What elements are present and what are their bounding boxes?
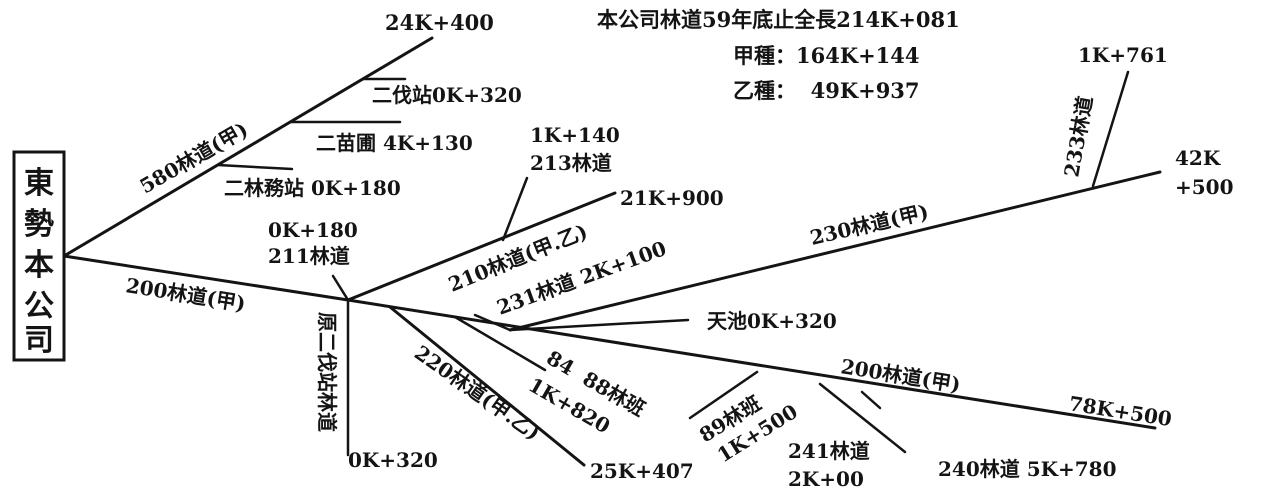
road-210	[346, 191, 617, 302]
road-220	[388, 305, 586, 467]
road-tianchi	[508, 318, 690, 332]
headquarters-char-3: 本	[24, 248, 54, 283]
road-230	[508, 170, 1162, 332]
road-200-east	[346, 298, 1157, 430]
label-linwu-station: 二林務站 0K+180	[224, 176, 401, 200]
road-231	[473, 313, 512, 332]
label-tianchi: 天池0K+320	[707, 309, 837, 333]
label-213-km: 1K+140	[530, 123, 620, 147]
road-213	[501, 176, 529, 242]
spur-linwu-station	[216, 163, 294, 171]
summary-total: 本公司林道59年底止全長214K+081	[597, 7, 960, 32]
road-89	[688, 370, 759, 420]
headquarters-box: 東 勢 本 公 司	[12, 150, 66, 362]
headquarters-char-2: 勢	[24, 207, 54, 242]
summary-type-a: 甲種：164K+144	[733, 43, 920, 68]
road-241	[860, 390, 882, 410]
label-old-erfu-end: 0K+320	[348, 448, 438, 472]
road-211	[331, 274, 350, 302]
label-220-end: 25K+407	[590, 459, 694, 483]
label-580-end: 24K+400	[385, 10, 494, 35]
label-200-end: 78K+500	[1067, 391, 1173, 431]
label-241-km: 2K+00	[788, 467, 864, 491]
headquarters-char-1: 東	[24, 166, 54, 201]
label-road-200-east: 200林道(甲)	[839, 354, 962, 397]
label-211-km: 0K+180	[268, 218, 358, 242]
label-road-200-west: 200林道(甲)	[124, 273, 247, 316]
label-erfu-station: 二伐站0K+320	[372, 83, 522, 107]
headquarters-char-5: 司	[24, 323, 54, 358]
road-lines	[62, 36, 1162, 467]
road-580	[62, 36, 434, 258]
label-old-erfu-road: 原二伐站林道	[315, 312, 339, 432]
label-erfu-nursery: 二苗圃 4K+130	[316, 131, 473, 155]
label-road-241: 241林道	[788, 439, 870, 463]
label-road-233: 233林道	[1059, 94, 1097, 179]
label-road-213: 213林道	[530, 151, 612, 175]
road-240	[818, 382, 907, 454]
label-road-211: 211林道	[268, 244, 350, 268]
label-233-end: 1K+761	[1078, 43, 1168, 67]
summary-type-b: 乙種： 49K+937	[733, 78, 920, 103]
label-230-end-b: +500	[1175, 175, 1234, 199]
summary-block: 本公司林道59年底止全長214K+081 甲種：164K+144 乙種： 49K…	[597, 7, 960, 103]
label-230-end-a: 42K	[1175, 146, 1221, 170]
headquarters-char-4: 公	[24, 289, 54, 324]
label-210-end: 21K+900	[620, 186, 724, 210]
road-233	[1091, 70, 1130, 188]
label-road-240: 240林道 5K+780	[938, 457, 1117, 481]
road-84-88	[453, 315, 547, 372]
road-labels: 24K+400 580林道(甲) 二伐站0K+320 二苗圃 4K+130 二林…	[124, 10, 1233, 491]
road-200-west	[62, 254, 350, 302]
